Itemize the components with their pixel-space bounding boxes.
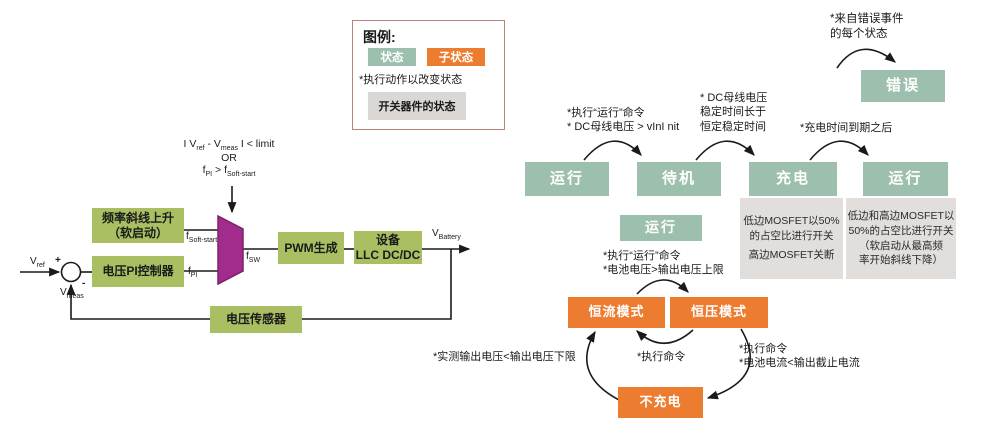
legend-substate-chip: 子状态 bbox=[427, 48, 485, 66]
substate-constant-current-mode: 恒流模式 bbox=[568, 297, 665, 328]
legend-title: 图例: bbox=[363, 29, 396, 45]
transition-nc-cc-label: *实测输出电压<输出电压下限 bbox=[433, 351, 576, 363]
state-charge: 充电 bbox=[749, 162, 837, 196]
error-transition-note: *来自错误事件 的每个状态 bbox=[830, 13, 904, 40]
run-switch-state-box: 低边和高边MOSFET以 50%的占空比进行开关 （软启动从最高频 率开始斜线下… bbox=[846, 198, 956, 279]
transition-cv-nc-label: *执行命令 *电池电流<输出截止电流 bbox=[739, 343, 860, 370]
block-freq-ramp: 频率斜线上升 （软启动） bbox=[92, 208, 184, 243]
block-device-llc-dcdc: 设备 LLC DC/DC bbox=[354, 231, 422, 264]
transition-cc-cv-label: *执行“运行”命令 *电池电压>输出电压上限 bbox=[603, 250, 724, 277]
substate-constant-voltage-mode: 恒压模式 bbox=[670, 297, 768, 328]
legend-box: 图例: 状态 子状态 *执行动作以改变状态 开关器件的状态 bbox=[352, 20, 505, 130]
state-run-1: 运行 bbox=[525, 162, 609, 196]
f-softstart-label: fSoft-start bbox=[186, 231, 218, 244]
legend-state-chip: 状态 bbox=[368, 48, 416, 66]
charge-switch-state-box: 低边MOSFET以50% 的占空比进行开关 高边MOSFET关断 bbox=[740, 198, 843, 279]
transition-standby-charge-label: * DC母线电压 稳定时间长于 恒定稳定时间 bbox=[700, 92, 768, 133]
substate-not-charging: 不充电 bbox=[618, 387, 703, 418]
transition-cv-cc-label: *执行命令 bbox=[637, 351, 686, 363]
sum-plus-sign: + bbox=[55, 255, 61, 266]
f-sw-label: fSW bbox=[246, 251, 261, 264]
sum-minus-sign: - bbox=[82, 278, 86, 289]
v-battery-label: VBattery bbox=[432, 228, 461, 241]
state-run-parent: 运行 bbox=[620, 215, 702, 241]
v-meas-label: Vmeas bbox=[60, 287, 84, 300]
f-pi-label: fPI bbox=[188, 266, 198, 279]
block-pwm-generation: PWM生成 bbox=[278, 232, 344, 264]
transition-run-standby-label: *执行“运行”命令 * DC母线电压 > vInI nit bbox=[567, 107, 680, 134]
mux-condition-label: I Vref - Vmeas I < limit OR fPI > fSoft-… bbox=[183, 138, 275, 179]
state-standby: 待机 bbox=[637, 162, 721, 196]
legend-note: *执行动作以改变状态 bbox=[359, 74, 463, 86]
v-ref-label: Vref bbox=[30, 256, 45, 269]
block-voltage-pi-controller: 电压PI控制器 bbox=[92, 256, 184, 287]
state-run-2: 运行 bbox=[863, 162, 948, 196]
transition-charge-run-label: *充电时间到期之后 bbox=[800, 122, 893, 134]
legend-switch-state: 开关器件的状态 bbox=[368, 92, 466, 120]
state-error: 错误 bbox=[861, 70, 945, 102]
block-voltage-sensor: 电压传感器 bbox=[210, 306, 302, 333]
